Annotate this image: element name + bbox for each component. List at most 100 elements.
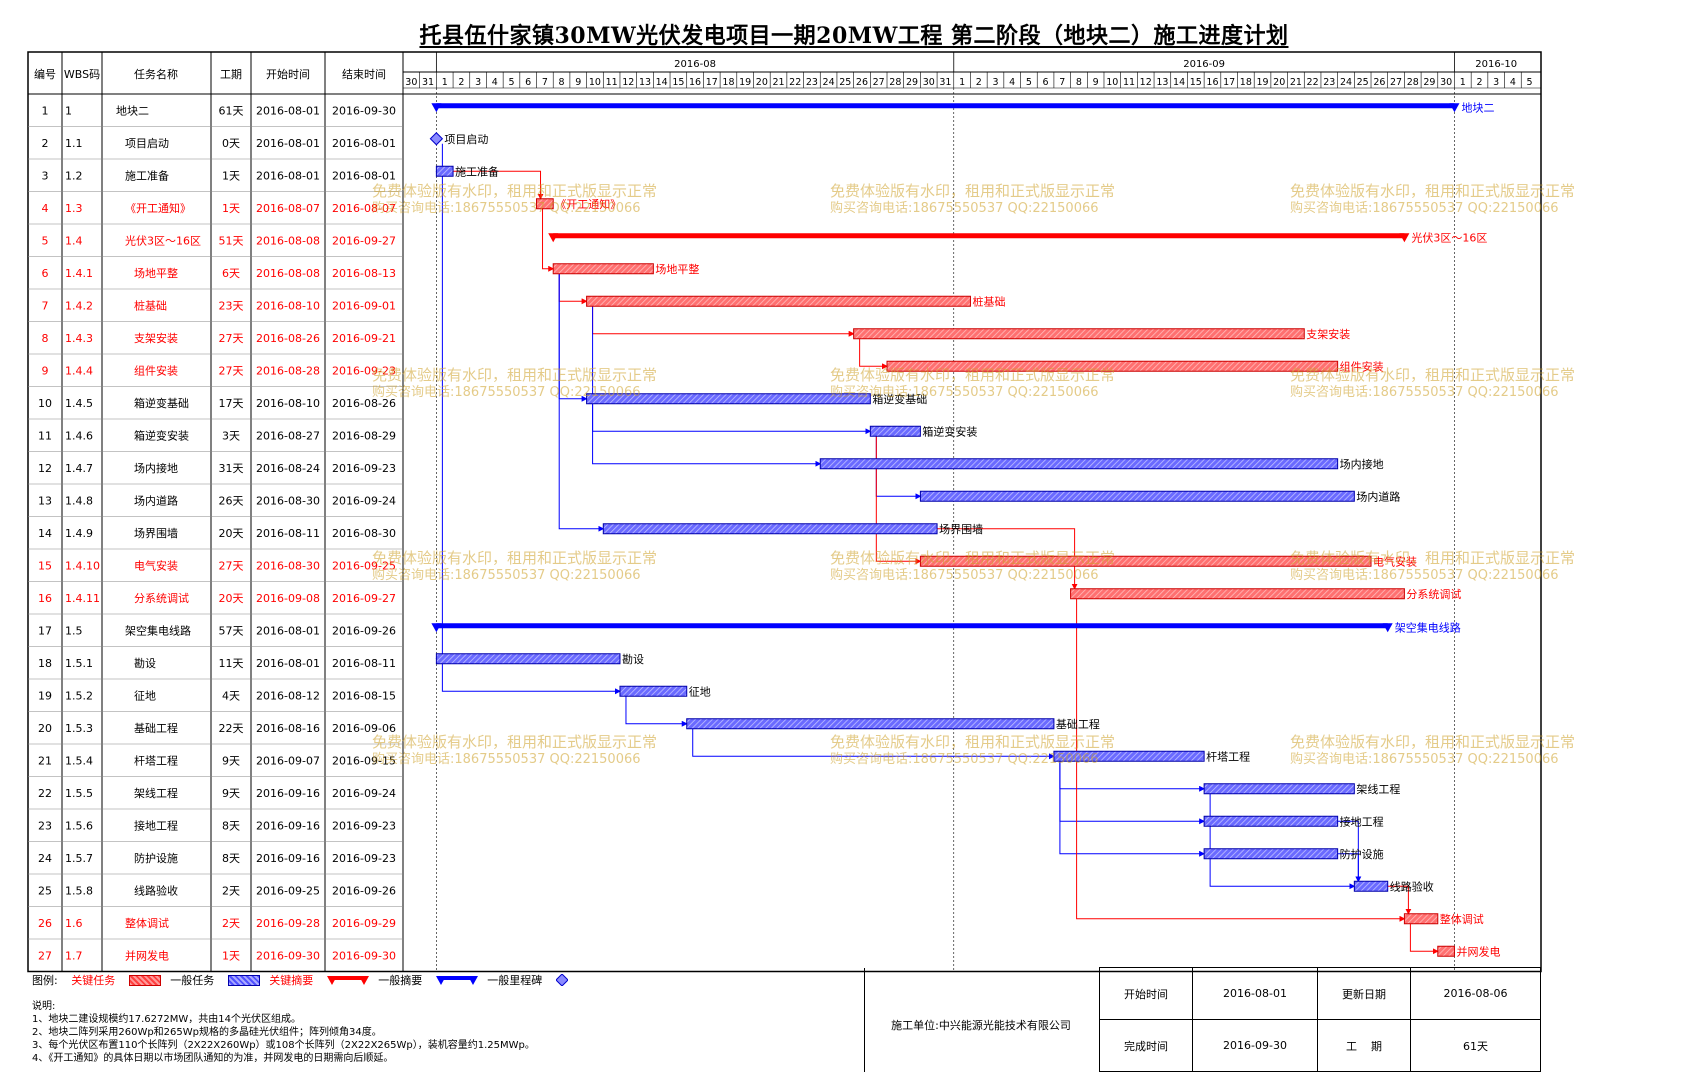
day-label: 31 — [422, 77, 434, 88]
bar-label: 地块二 — [1461, 101, 1494, 114]
cell-wbs: 1 — [65, 104, 72, 117]
dependency-link — [692, 728, 1055, 760]
legend-normal-task-swatch — [227, 974, 260, 986]
cell-start: 2016-08-28 — [256, 364, 320, 377]
cell-id: 18 — [38, 657, 52, 670]
task-bar — [853, 328, 1305, 340]
cell-wbs: 1.4.3 — [65, 332, 93, 345]
task-bar — [869, 425, 921, 437]
month-label: 2016-10 — [1475, 59, 1517, 70]
cell-duration: 31天 — [219, 462, 244, 475]
header-name: 任务名称 — [134, 67, 178, 81]
day-label: 16 — [1206, 77, 1218, 88]
task-bar — [1203, 815, 1339, 827]
day-label: 3 — [992, 77, 998, 88]
cell-start: 2016-08-07 — [256, 202, 320, 215]
cell-end: 2016-08-13 — [332, 267, 396, 280]
task-bar — [1053, 750, 1205, 762]
task-bar — [1403, 913, 1439, 925]
cell-name: 箱逆变基础 — [134, 396, 189, 410]
legend-critical-summary: 关键摘要 — [269, 974, 314, 987]
month-label: 2016-08 — [674, 59, 716, 70]
cell-start: 2016-08-24 — [256, 462, 320, 475]
day-label: 26 — [856, 77, 868, 88]
cell-id: 20 — [38, 722, 52, 735]
cell-end: 2016-08-15 — [332, 689, 396, 702]
task-bar — [919, 490, 1355, 502]
day-label: 16 — [689, 77, 701, 88]
day-label: 13 — [639, 77, 651, 88]
cell-duration: 20天 — [219, 592, 244, 605]
cell-id: 1 — [42, 104, 49, 117]
bar-label: 箱逆变安装 — [922, 424, 977, 438]
bar-label: 箱逆变基础 — [872, 392, 927, 406]
cell-name: 桩基础 — [134, 298, 167, 312]
bar-label: 《开工通知》 — [555, 197, 621, 211]
task-bar — [536, 198, 554, 210]
cell-start: 2016-08-01 — [256, 169, 320, 182]
note-line: 说明: — [32, 1001, 56, 1012]
day-label: 30 — [405, 77, 417, 88]
cell-duration: 4天 — [222, 689, 240, 702]
task-bar — [1353, 880, 1389, 892]
cell-duration: 0天 — [222, 137, 240, 150]
cell-start: 2016-08-08 — [256, 234, 320, 247]
cell-duration: 6天 — [222, 267, 240, 280]
cell-end: 2016-09-27 — [332, 234, 396, 247]
task-bar — [435, 653, 621, 665]
finish-value: 2016-09-30 — [1192, 1019, 1318, 1072]
day-label: 7 — [1059, 77, 1065, 88]
cell-wbs: 1.4.1 — [65, 267, 93, 280]
cell-start: 2016-08-08 — [256, 267, 320, 280]
legend-normal-summary-swatch — [435, 976, 478, 985]
legend-critical-summary-swatch — [326, 976, 369, 985]
bar-label: 项目启动 — [444, 133, 488, 146]
cell-duration: 8天 — [222, 819, 240, 832]
day-label: 27 — [1390, 77, 1402, 88]
dependency-link — [453, 170, 544, 200]
day-label: 11 — [1123, 77, 1135, 88]
cell-wbs: 1.4.9 — [65, 527, 93, 540]
bar-label: 组件安装 — [1340, 359, 1384, 373]
cell-start: 2016-09-30 — [256, 949, 320, 962]
legend-milestone-swatch — [555, 974, 568, 986]
dependency-link — [1059, 761, 1206, 825]
note-line: 4、《开工通知》的具体日期以市场团队通知的为准，并网发电的日期需向后顺延。 — [32, 1053, 394, 1064]
cell-end: 2016-08-01 — [332, 137, 396, 150]
cell-end: 2016-09-30 — [332, 949, 396, 962]
dependency-link — [859, 338, 889, 370]
note-line: 1、地块二建设规模约17.6272MW，共由14个光伏区组成。 — [32, 1014, 301, 1025]
task-bar — [435, 165, 454, 177]
day-label: 1 — [442, 77, 448, 88]
day-label: 4 — [1510, 77, 1516, 88]
cell-wbs: 1.5 — [65, 624, 83, 637]
day-label: 9 — [1093, 77, 1099, 88]
month-label: 2016-09 — [1183, 59, 1225, 70]
cell-name: 场内道路 — [134, 493, 178, 507]
bar-label: 场界围墙 — [939, 522, 983, 536]
day-label: 2 — [1476, 77, 1482, 88]
cell-duration: 1天 — [222, 949, 240, 962]
cell-start: 2016-08-10 — [256, 299, 320, 312]
cell-duration: 51天 — [219, 234, 244, 247]
cell-end: 2016-09-26 — [332, 624, 396, 637]
dependency-link — [558, 273, 605, 532]
cell-end: 2016-09-30 — [332, 104, 396, 117]
day-label: 19 — [1256, 77, 1268, 88]
cell-end: 2016-09-24 — [332, 787, 396, 800]
cell-duration: 26天 — [219, 494, 244, 507]
day-label: 10 — [589, 77, 601, 88]
cell-name: 场界围墙 — [134, 526, 178, 540]
cell-end: 2016-09-27 — [332, 592, 396, 605]
period-label: 工 期 — [1317, 1019, 1411, 1072]
legend-critical-task: 关键任务 — [71, 974, 116, 987]
cell-end: 2016-08-11 — [332, 657, 396, 670]
dependency-link — [875, 436, 922, 565]
cell-wbs: 1.4.8 — [65, 494, 93, 507]
bar-label: 分系统调试 — [1406, 588, 1461, 601]
bar-label: 基础工程 — [1056, 718, 1100, 731]
summary-bar — [553, 233, 1405, 239]
cell-start: 2016-09-16 — [256, 852, 320, 865]
day-label: 9 — [575, 77, 581, 88]
day-label: 25 — [1357, 77, 1369, 88]
